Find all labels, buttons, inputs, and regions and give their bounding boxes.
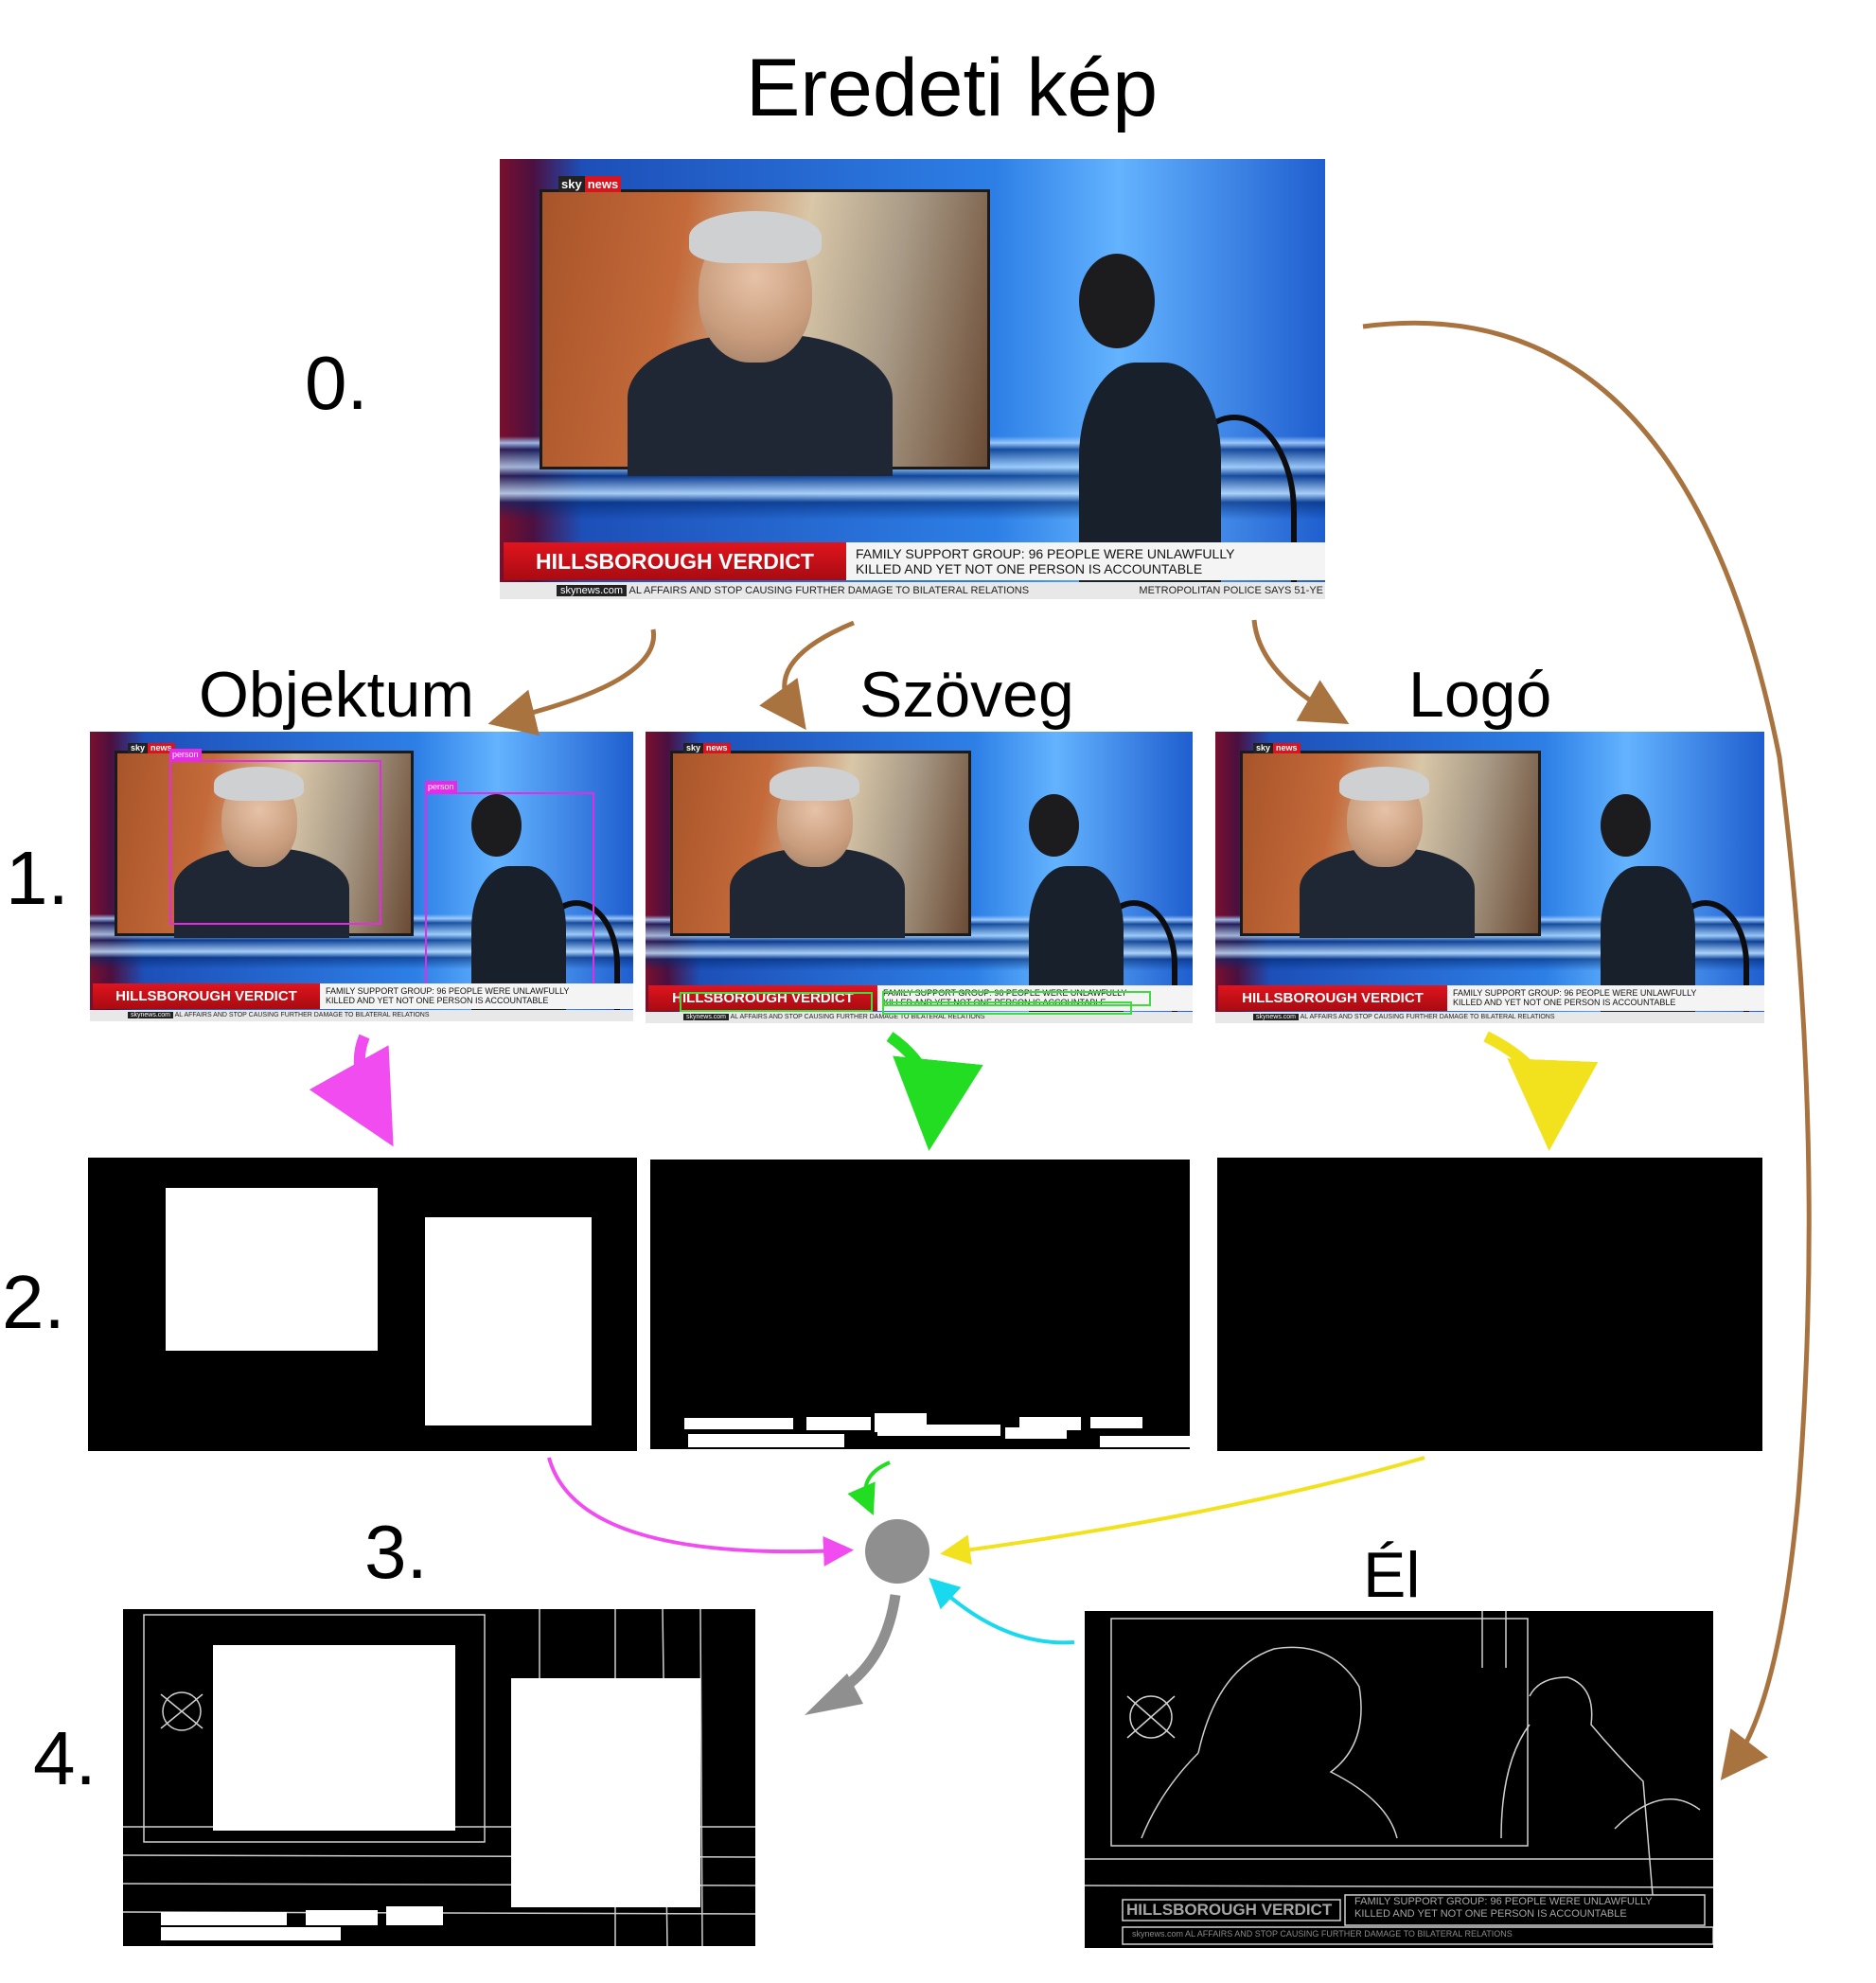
merge-output-arrowhead (805, 1673, 863, 1715)
column-title-text: Szöveg (859, 659, 1074, 731)
person-bbox-label: person (425, 781, 457, 792)
arrow-to-edge (1362, 320, 1812, 1780)
text-bbox (882, 991, 1151, 1006)
arrow-logo-mask (1483, 1031, 1599, 1151)
mask-region (166, 1188, 378, 1351)
logo-mask (1217, 1158, 1762, 1451)
strap-text: FAMILY SUPPORT GROUP: 96 PEOPLE WERE UNL… (846, 542, 1325, 580)
text-bbox (680, 992, 873, 1012)
edge-headline-text: HILLSBOROUGH VERDICT (1126, 1901, 1333, 1919)
text-mask (650, 1160, 1190, 1449)
edge-map: HILLSBOROUGH VERDICT FAMILY SUPPORT GROU… (1085, 1611, 1713, 1948)
person-bbox-label: person (169, 749, 202, 760)
object-mask (88, 1158, 637, 1451)
arrow-to-logo (1251, 619, 1350, 724)
text-bbox (882, 1001, 1132, 1015)
column-title-edge: Él (1363, 1539, 1421, 1611)
remote-guest-window (540, 189, 990, 476)
step-0-label: 0. (305, 341, 368, 425)
step-3-label: 3. (364, 1510, 428, 1594)
mask-region (425, 1217, 592, 1425)
step-4-label: 4. (33, 1716, 97, 1800)
arrow-object-merge (547, 1457, 854, 1567)
arrow-text-merge (847, 1461, 891, 1516)
edge-ticker-text: skynews.com AL AFFAIRS AND STOP CAUSING … (1132, 1929, 1513, 1939)
ticker: skynews.com AL AFFAIRS AND STOP CAUSING … (500, 582, 1325, 599)
merge-node (865, 1519, 929, 1584)
arrow-to-text (759, 620, 855, 731)
lower-third: HILLSBOROUGH VERDICT FAMILY SUPPORT GROU… (500, 542, 1325, 599)
column-title-object: Objektum (199, 659, 474, 731)
arrow-edge-merge (929, 1577, 1075, 1645)
arrow-object-mask (309, 1034, 394, 1147)
headline-banner: HILLSBOROUGH VERDICT (504, 542, 846, 580)
arrow-text-mask (886, 1032, 983, 1151)
step-1-label: 1. (6, 836, 69, 920)
mask-region (511, 1678, 700, 1907)
column-title-logo: Logó (1408, 659, 1552, 731)
combined-mask-output (123, 1609, 755, 1946)
edge-lines (1085, 1611, 1713, 1945)
arrow-to-object (487, 629, 657, 736)
arrow-logo-merge (940, 1456, 1425, 1566)
person-bbox-guest (169, 760, 381, 925)
step-2-label: 2. (2, 1260, 65, 1344)
mask-region (213, 1645, 455, 1831)
diagram-title: Eredeti kép (746, 43, 1159, 133)
edge-strap-text: FAMILY SUPPORT GROUP: 96 PEOPLE WERE UNL… (1354, 1896, 1653, 1920)
